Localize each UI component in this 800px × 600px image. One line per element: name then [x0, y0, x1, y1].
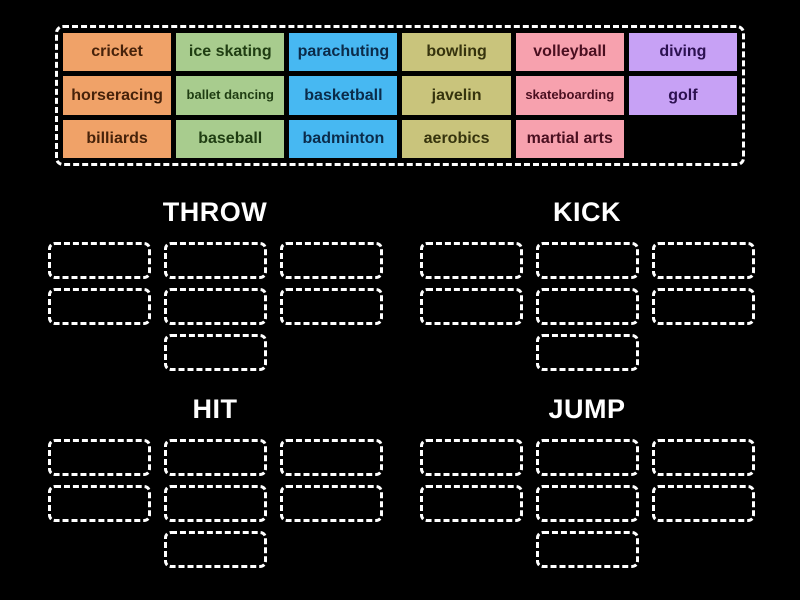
word-tile[interactable]: badminton: [289, 119, 398, 158]
slot-grid: [419, 242, 755, 371]
category-group-kick: KICK: [419, 196, 755, 371]
drop-slot[interactable]: [535, 288, 639, 325]
word-tile[interactable]: ballet dancing: [176, 76, 285, 115]
word-tile[interactable]: parachuting: [289, 33, 398, 72]
slot-row: [47, 288, 383, 325]
word-tile[interactable]: aerobics: [402, 119, 511, 158]
word-tile[interactable]: bowling: [402, 33, 511, 72]
drop-slot[interactable]: [651, 439, 755, 476]
word-bank: cricket ice skating parachuting bowling …: [55, 25, 745, 166]
word-tile[interactable]: basketball: [289, 76, 398, 115]
drop-slot[interactable]: [163, 485, 267, 522]
slot-row: [163, 334, 267, 371]
drop-slot[interactable]: [279, 439, 383, 476]
drop-slot[interactable]: [163, 242, 267, 279]
word-tile[interactable]: diving: [628, 33, 737, 72]
category-title: THROW: [162, 197, 268, 227]
drop-slot[interactable]: [419, 288, 523, 325]
slot-row: [419, 242, 755, 279]
word-tile[interactable]: cricket: [63, 33, 172, 72]
drop-slot[interactable]: [163, 531, 267, 568]
category-group-jump: JUMP: [419, 393, 755, 568]
drop-slot[interactable]: [651, 288, 755, 325]
drop-slot[interactable]: [651, 242, 755, 279]
drop-slot[interactable]: [47, 485, 151, 522]
drop-slot[interactable]: [535, 485, 639, 522]
drop-slot[interactable]: [47, 242, 151, 279]
category-group-throw: THROW: [47, 196, 383, 371]
word-tile[interactable]: martial arts: [515, 119, 624, 158]
drop-slot[interactable]: [163, 288, 267, 325]
drop-slot[interactable]: [419, 439, 523, 476]
slot-row: [419, 485, 755, 522]
slot-row: [47, 242, 383, 279]
word-tile[interactable]: javelin: [402, 76, 511, 115]
slot-row: [535, 334, 639, 371]
slot-grid: [419, 439, 755, 568]
drop-slot[interactable]: [163, 439, 267, 476]
slot-row: [47, 439, 383, 476]
category-title: KICK: [553, 197, 621, 227]
drop-slot[interactable]: [279, 242, 383, 279]
drop-slot[interactable]: [47, 288, 151, 325]
word-tile[interactable]: golf: [628, 76, 737, 115]
category-group-hit: HIT: [47, 393, 383, 568]
slot-row: [419, 439, 755, 476]
word-tile[interactable]: skateboarding: [515, 76, 624, 115]
drop-slot[interactable]: [535, 334, 639, 371]
drop-slot[interactable]: [535, 242, 639, 279]
word-tile[interactable]: baseball: [176, 119, 285, 158]
slot-row: [535, 531, 639, 568]
drop-slot[interactable]: [535, 439, 639, 476]
drop-slot[interactable]: [279, 288, 383, 325]
category-title: JUMP: [548, 394, 626, 424]
drop-slot[interactable]: [419, 242, 523, 279]
drop-slot[interactable]: [535, 531, 639, 568]
word-tile[interactable]: volleyball: [515, 33, 624, 72]
slot-row: [47, 485, 383, 522]
slot-grid: [47, 242, 383, 371]
word-tile[interactable]: billiards: [63, 119, 172, 158]
word-tile[interactable]: horseracing: [63, 76, 172, 115]
drop-slot[interactable]: [279, 485, 383, 522]
slot-row: [163, 531, 267, 568]
word-tile[interactable]: ice skating: [176, 33, 285, 72]
category-title: HIT: [192, 394, 238, 424]
drop-slot[interactable]: [651, 485, 755, 522]
drop-slot[interactable]: [47, 439, 151, 476]
drop-slot[interactable]: [163, 334, 267, 371]
slot-row: [419, 288, 755, 325]
drop-slot[interactable]: [419, 485, 523, 522]
slot-grid: [47, 439, 383, 568]
